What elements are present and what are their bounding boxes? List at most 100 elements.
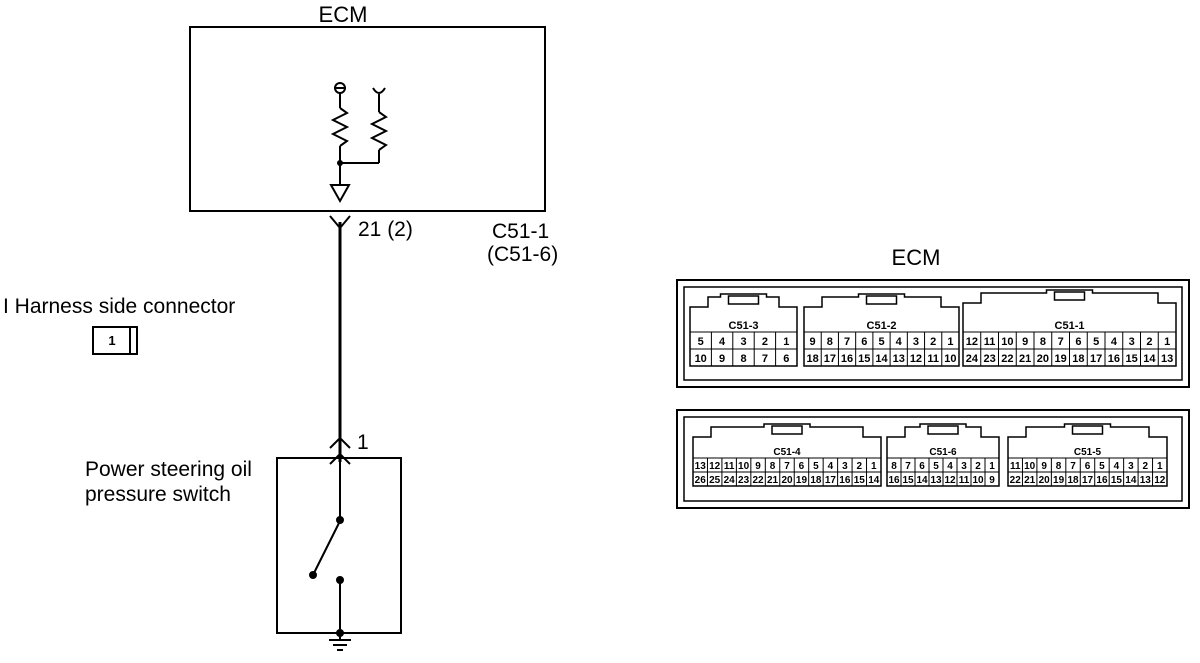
connector-pin: 12 [709, 461, 721, 472]
connector-pin: 10 [695, 353, 707, 365]
lower-housing-inner [683, 416, 1183, 502]
connector-pin: 15 [858, 353, 870, 365]
connector-pin: 19 [796, 475, 808, 486]
connector-pin: 16 [839, 475, 851, 486]
connector-pin: 11 [959, 475, 970, 486]
ecm-title: ECM [319, 2, 368, 27]
connector-pin: 14 [1143, 353, 1156, 365]
connector-pin: 13 [930, 475, 942, 486]
connector-pin: 15 [902, 475, 914, 486]
connector-pin: 13 [1140, 475, 1152, 486]
connector-pin: 5 [698, 336, 704, 348]
ground-icon [329, 629, 351, 651]
connector-pin: 20 [781, 475, 793, 486]
connector-pin: 22 [1010, 475, 1022, 486]
connector-pin: 11 [927, 353, 939, 365]
connector-outline [692, 423, 882, 487]
connector-latch-icon [865, 295, 898, 305]
connector-pin: 13 [1161, 353, 1173, 365]
ecm-connector-label: C51-1 [492, 220, 549, 243]
connector-pin: 6 [919, 461, 925, 472]
connector-pin: 4 [828, 461, 834, 472]
connector-pin: 1 [989, 461, 995, 472]
connector-latch-icon [927, 425, 959, 435]
upper-housing-outer [676, 279, 1190, 388]
connector-pin: 12 [1154, 475, 1166, 486]
connector-outline [803, 293, 960, 367]
connector-latch-icon [1071, 425, 1104, 435]
ecm-box [189, 26, 546, 212]
harness-connector-icon: 1 [92, 326, 138, 355]
ecm-connector-label-alt: (C51-6) [487, 243, 558, 266]
connector-pin: 3 [913, 336, 919, 348]
connector-pin: 7 [905, 461, 911, 472]
connector-pin: 7 [1058, 336, 1064, 348]
connector-pin: 4 [896, 336, 903, 348]
connector-pin: 10 [1024, 461, 1036, 472]
ecm-pin-label: 21 (2) [358, 218, 413, 241]
connector-pin: 5 [1099, 461, 1105, 472]
connector-pin: 19 [1053, 475, 1065, 486]
connector-pin: 14 [868, 475, 880, 486]
connector-pin: 15 [1111, 475, 1123, 486]
connector-pin: 9 [1041, 461, 1047, 472]
connector-pin: 12 [944, 475, 956, 486]
connector-pin: 7 [1070, 461, 1076, 472]
connector-pin: 4 [719, 336, 726, 348]
connector-pin: 1 [1164, 336, 1170, 348]
ecm-connector-title: ECM [892, 245, 941, 270]
connector-pin: 17 [825, 475, 837, 486]
connector-pin: 14 [875, 353, 888, 365]
connector-pin: 3 [1129, 336, 1135, 348]
connector-pin: 20 [1039, 475, 1051, 486]
connector-pin: 2 [975, 461, 981, 472]
connector-pin: 21 [1019, 353, 1031, 365]
connector-pin: 7 [784, 461, 790, 472]
connector-pin: 7 [762, 353, 768, 365]
connector-pin: 25 [709, 475, 721, 486]
connector-pin: 2 [1146, 336, 1152, 348]
connector-pin: 4 [1111, 336, 1118, 348]
connector-pin: 18 [1067, 475, 1079, 486]
switch-contact [309, 462, 344, 633]
connector-pin: 24 [966, 353, 979, 365]
connector-pin: 17 [1090, 353, 1102, 365]
connector-pin: 8 [1040, 336, 1046, 348]
connector-latch-icon [1053, 291, 1086, 301]
connector-pin: 10 [944, 353, 956, 365]
connector-pin: 24 [724, 475, 736, 486]
connector-pin: 23 [738, 475, 750, 486]
connector-pin: 3 [740, 336, 746, 348]
connector-pin: 1 [871, 461, 877, 472]
connector-outline [962, 289, 1177, 367]
junction-dot [337, 160, 343, 166]
connector-name: C51-3 [729, 320, 759, 332]
connector-pin: 14 [916, 475, 928, 486]
connector-pin: 1 [947, 336, 953, 348]
connector-pin: 18 [806, 353, 818, 365]
connector-pin: 17 [824, 353, 836, 365]
harness-label: I Harness side connector [3, 295, 235, 318]
connector-pin: 8 [770, 461, 776, 472]
switch-label-line2: pressure switch [85, 483, 231, 506]
connector-latch-icon [771, 425, 803, 435]
connector-pin: 15 [1126, 353, 1138, 365]
connector-pin: 6 [799, 461, 805, 472]
connector-pin: 4 [1114, 461, 1120, 472]
connector-pin: 21 [1024, 475, 1036, 486]
connector-pin: 11 [1010, 461, 1021, 472]
connector-pin: 26 [695, 475, 707, 486]
connector-pin: 8 [827, 336, 833, 348]
connector-name: C51-1 [1055, 320, 1085, 332]
connector-outline [1007, 423, 1168, 487]
connector-pin: 11 [724, 461, 735, 472]
connector-pin: 2 [762, 336, 768, 348]
connector-pin: 12 [910, 353, 922, 365]
connector-pin: 20 [1037, 353, 1049, 365]
connector-pin: 3 [1128, 461, 1134, 472]
